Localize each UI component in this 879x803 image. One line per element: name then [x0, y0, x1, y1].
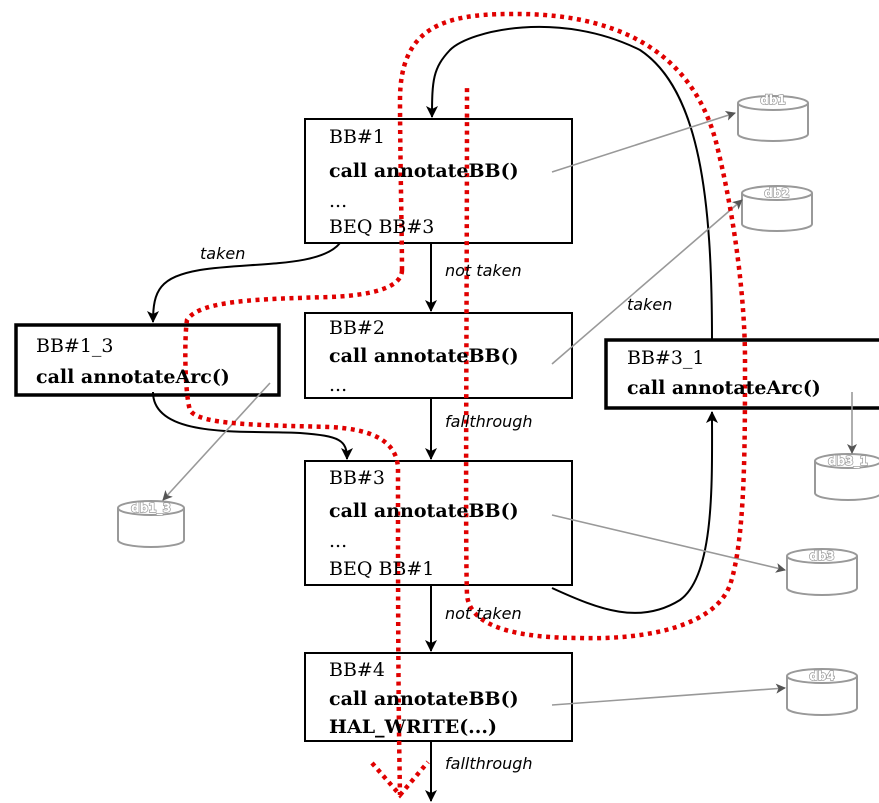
- bb3-branch: BEQ BB#1: [329, 558, 434, 580]
- bb1_3-title: BB#1_3: [36, 335, 114, 357]
- bb1-call: call annotateBB(): [329, 160, 519, 182]
- db1_3-label: db1_3: [131, 501, 171, 516]
- db1-label: db1: [760, 93, 786, 107]
- bb4-box: [304, 652, 573, 742]
- bb2-fallthrough-label: fallthrough: [445, 412, 533, 431]
- bb3-call: call annotateBB(): [329, 500, 519, 522]
- bb3-ellipsis: ...: [329, 530, 347, 552]
- bb1-taken-label: taken: [200, 244, 245, 263]
- bb1-to-db1-connector: [551, 111, 736, 173]
- db1-cylinder: db1: [737, 92, 809, 142]
- bb3-box: [304, 460, 573, 586]
- bb4-title: BB#4: [329, 659, 385, 681]
- bb1-title: BB#1: [329, 126, 385, 148]
- db3-label: db3: [809, 549, 835, 563]
- bb4-call: call annotateBB(): [329, 688, 519, 710]
- trace-path-end: [370, 760, 430, 799]
- bb3_1-title: BB#3_1: [627, 347, 705, 369]
- bb3-not-taken-label: not taken: [445, 604, 522, 623]
- bb3-title: BB#3: [329, 467, 385, 489]
- bb2-call: call annotateBB(): [329, 345, 519, 367]
- db1_3-cylinder: db1_3: [117, 500, 185, 548]
- bb4-fallthrough-label: fallthrough: [445, 754, 533, 773]
- bb2-box: [304, 312, 573, 399]
- bb1_3-box: [14, 323, 281, 397]
- bb2-ellipsis: ...: [329, 374, 347, 396]
- bb2-to-db2-connector: [551, 199, 743, 365]
- bb1-to-bb1_3-arrow: [147, 242, 341, 323]
- bb3_1-box: [604, 338, 879, 410]
- bb1-branch: BEQ BB#3: [329, 216, 434, 238]
- bb3_1-call: call annotateArc(): [627, 377, 821, 399]
- db4-label: db4: [809, 669, 835, 683]
- bb3-to-db3-connector: [551, 514, 786, 573]
- bb3-taken-label: taken: [627, 295, 672, 314]
- trace-path-outer: [397, 11, 748, 641]
- bb4-to-db4-connector: [551, 683, 786, 706]
- bb1-not-taken-label: not taken: [445, 261, 522, 280]
- db2-cylinder: db2: [741, 185, 813, 232]
- db3-cylinder: db3: [786, 548, 858, 596]
- bb1_3-to-bb3-arrow: [152, 391, 353, 460]
- bb2-title: BB#2: [329, 317, 385, 339]
- bb3-to-bb3_1-arrow: [551, 411, 719, 614]
- db2-label: db2: [764, 186, 790, 200]
- bb1_3-call: call annotateArc(): [36, 366, 230, 388]
- bb1-box: [304, 118, 573, 244]
- bb4-hal-write: HAL_WRITE(...): [329, 716, 497, 738]
- db3_1-cylinder: db3_1: [814, 453, 879, 501]
- db3_1-label: db3_1: [828, 454, 868, 469]
- bb3_1-to-bb1-arrow: [426, 25, 713, 341]
- bb1-ellipsis: ...: [329, 190, 347, 212]
- db4-cylinder: db4: [786, 668, 858, 716]
- bb1_3-to-db1_3-connector: [162, 382, 271, 501]
